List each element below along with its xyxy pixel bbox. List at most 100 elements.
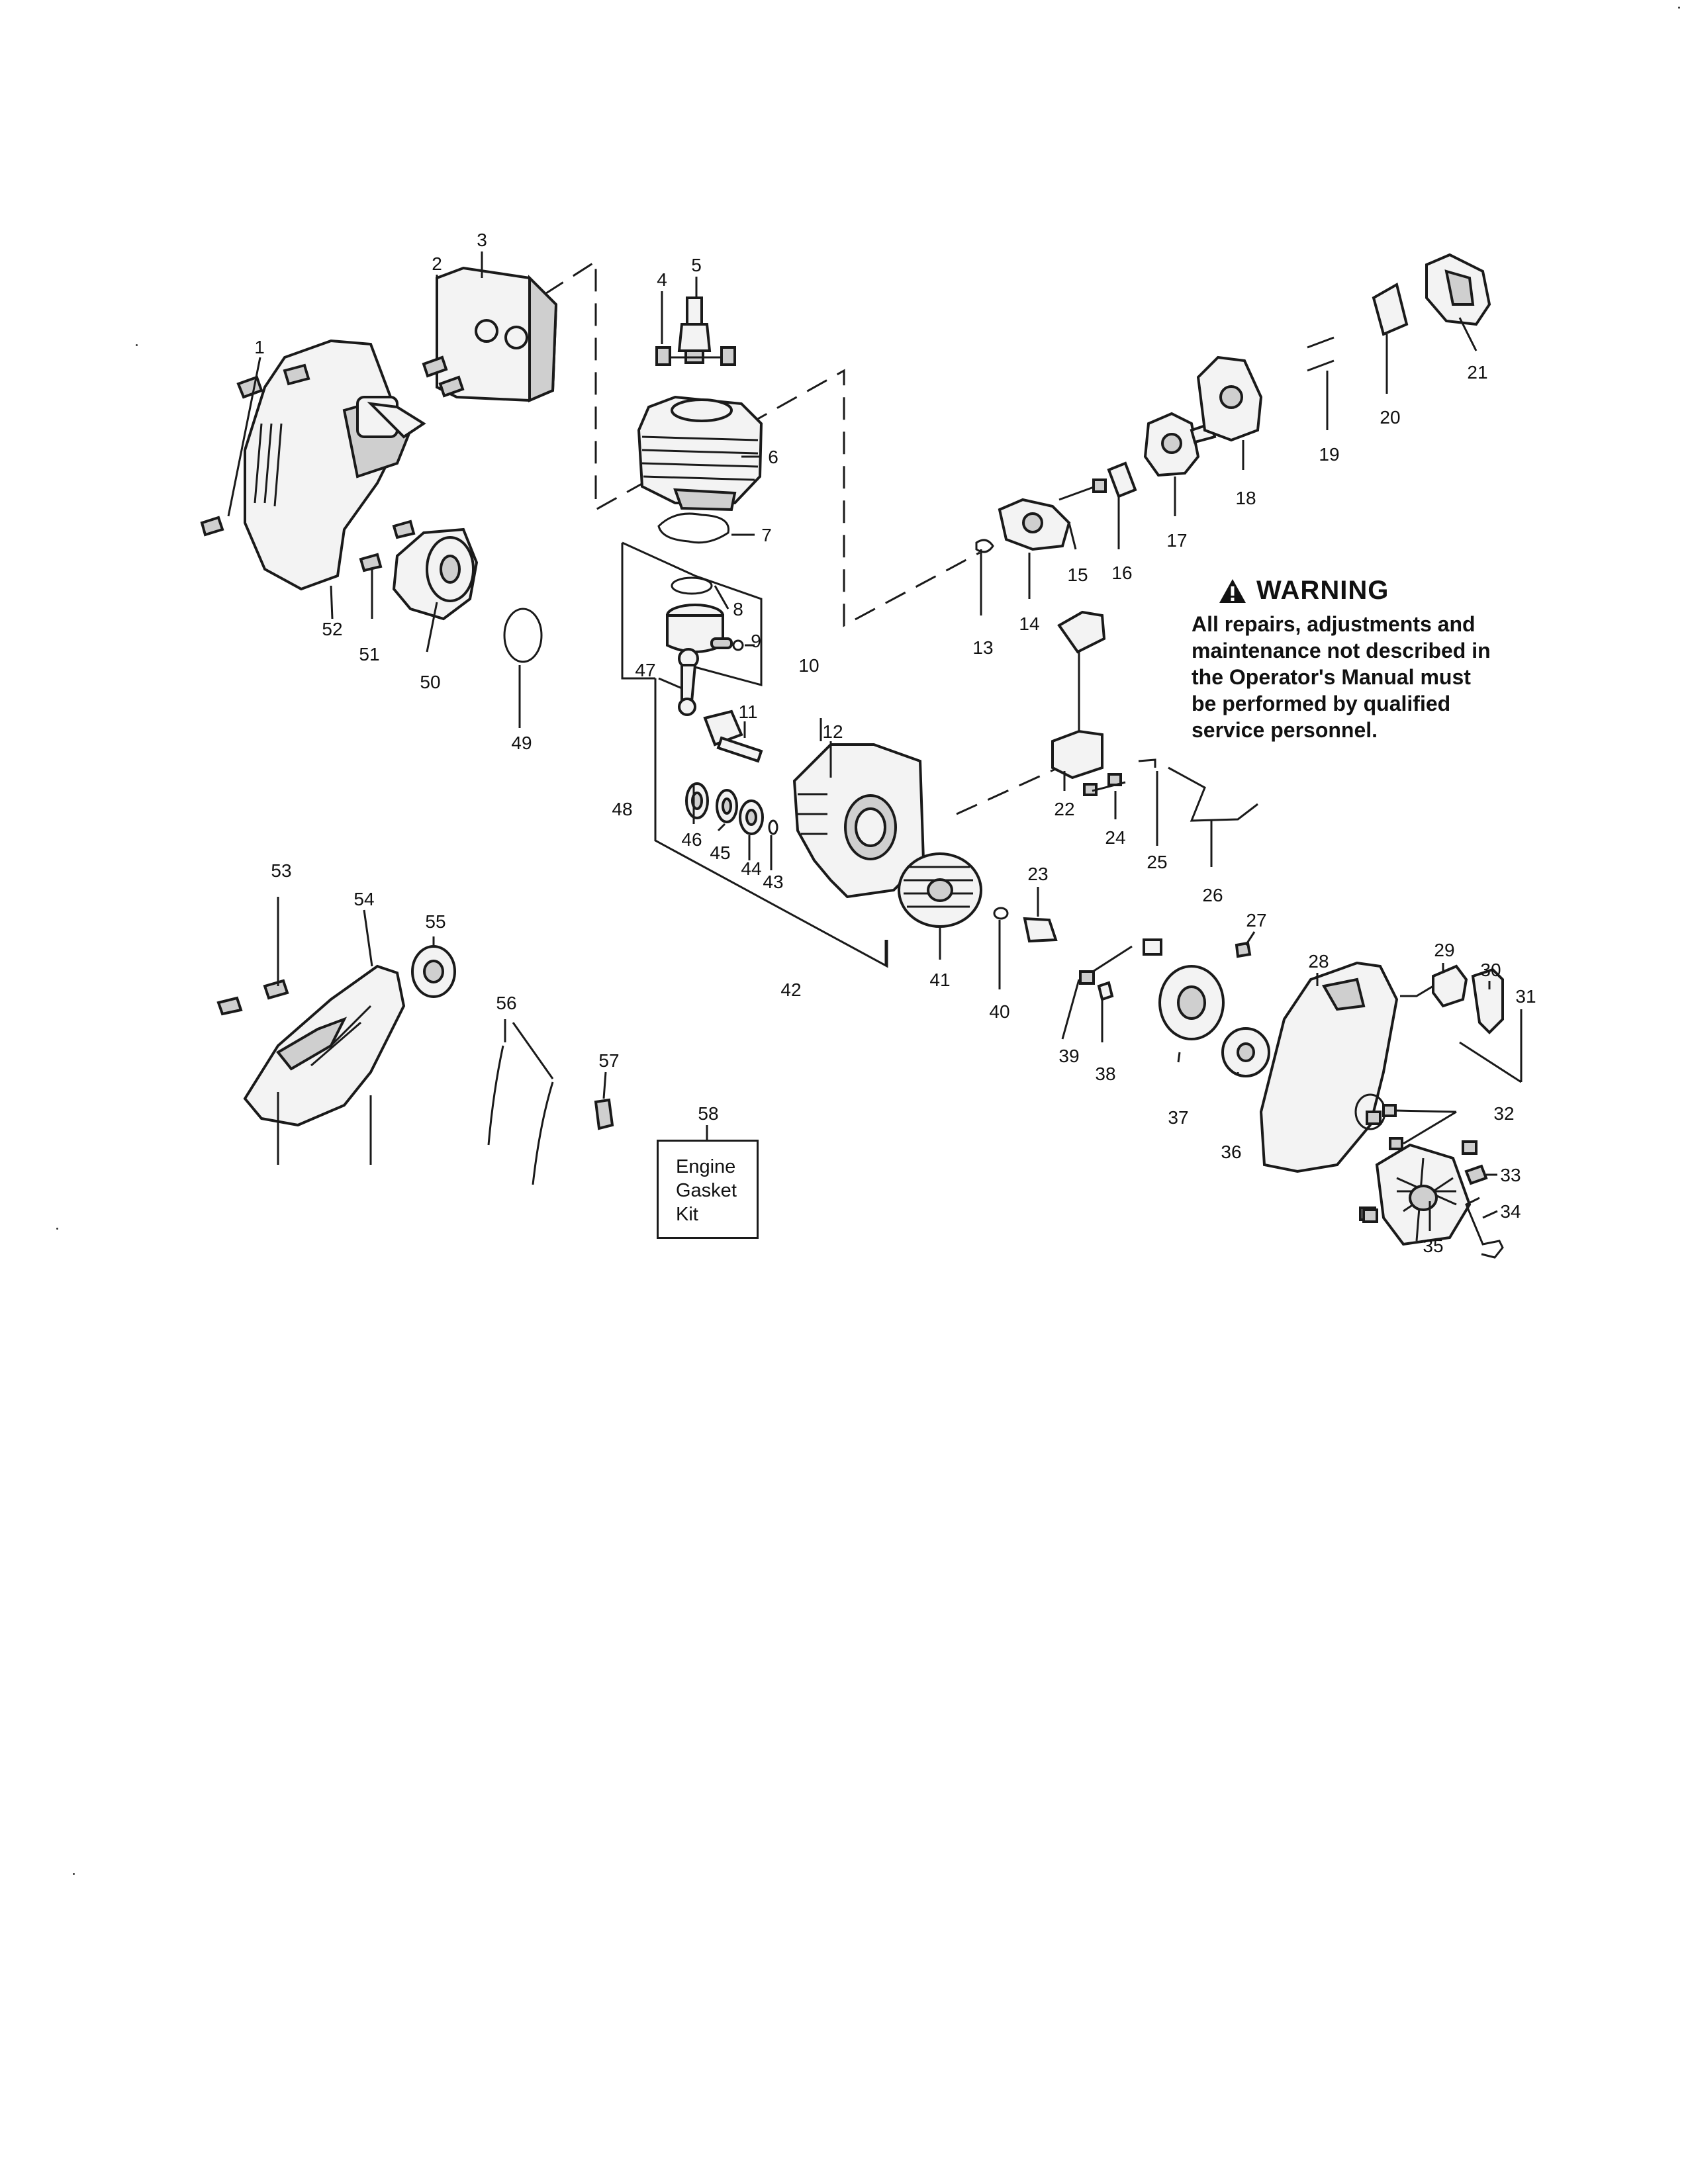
callout-56: 56 [496,993,516,1013]
screw-35 [1362,1208,1378,1223]
kit-line: Kit [676,1204,698,1225]
callout-45: 45 [710,842,730,863]
callout-29: 29 [1434,940,1454,960]
callout-47: 47 [635,660,655,680]
kit-line: Engine [676,1156,736,1177]
fan-housing [1259,961,1399,1173]
screws-housing [1382,1104,1403,1150]
warning-text: All repairs, adjustments and maintenance… [1192,611,1509,743]
callout-2: 2 [432,253,442,274]
scan-speck [1678,7,1680,9]
callout-13: 13 [972,637,993,658]
callout-51: 51 [359,644,379,664]
callout-35: 35 [1423,1236,1443,1256]
ignition-module [1051,610,1106,780]
callout-3: 3 [477,230,487,250]
piston-group-bracket [621,541,888,968]
ignition-boot [1471,968,1504,1034]
fuel-filter [594,1098,614,1130]
callout-24: 24 [1105,827,1125,848]
carb-gasket [1107,461,1137,498]
callout-34: 34 [1500,1201,1521,1222]
callout-37: 37 [1168,1107,1188,1128]
callout-1: 1 [254,337,265,357]
warning-title: WARNING [1256,576,1389,605]
callout-7: 7 [761,525,772,545]
warning-line: the Operator's Manual must [1192,665,1471,689]
nut-33 [1464,1164,1488,1185]
kit-line: Gasket [676,1180,737,1201]
pawl-assembly [1079,938,1162,1001]
crankcase [792,743,925,899]
screw-1 [200,363,310,537]
piston-pin-clip [710,637,744,651]
cylinder [637,395,763,512]
callout-57: 57 [598,1050,619,1071]
starter-pulley [1158,965,1225,1040]
callout-9: 9 [751,631,761,651]
warning-heading: WARNING [1218,576,1509,606]
callout-38: 38 [1095,1064,1115,1084]
muffler [392,527,479,621]
cylinder-gasket [657,512,729,544]
callout-25: 25 [1147,852,1167,872]
engine-gasket-kit-box: Engine Gasket Kit [657,1140,759,1239]
callout-32: 32 [1493,1103,1514,1124]
callout-40: 40 [989,1001,1009,1022]
callout-48: 48 [612,799,632,819]
callout-41: 41 [929,970,950,990]
callout-18: 18 [1235,488,1256,508]
muffler-gasket [503,608,543,663]
shaft-clamp [411,945,456,998]
callout-46: 46 [681,829,702,850]
callout-4: 4 [657,269,667,290]
assembly-guide-lines [543,259,1066,815]
screw-2 [422,355,465,398]
callout-42: 42 [780,979,801,1000]
callout-36: 36 [1221,1142,1241,1162]
connecting-rod [678,648,699,716]
starter-spring [1221,1027,1270,1077]
bearings-seals [685,782,778,835]
callout-30: 30 [1480,960,1501,980]
callout-53: 53 [271,860,291,881]
callout-19: 19 [1319,444,1339,465]
intake-adapter [975,498,1071,553]
air-filter [1372,282,1409,336]
callout-28: 28 [1308,951,1329,972]
engine-guard [243,964,406,1127]
callout-8: 8 [733,599,743,619]
air-filter-base [1196,355,1263,442]
washer-40 [993,907,1009,920]
screw-53 [216,979,289,1016]
callout-50: 50 [420,672,440,692]
callout-43: 43 [763,872,783,892]
callout-12: 12 [822,721,843,742]
scan-speck [136,344,138,346]
fuel-lines [487,1019,554,1185]
callout-33: 33 [1500,1165,1521,1185]
screw-51 [359,520,416,572]
callout-14: 14 [1019,614,1039,634]
callout-26: 26 [1202,885,1223,905]
callout-54: 54 [353,889,374,909]
stop-switch-wire [1168,766,1258,822]
callout-15: 15 [1067,565,1088,585]
piston [666,604,724,653]
air-filter-cover-21 [1425,253,1491,326]
flywheel [898,852,982,928]
callout-55: 55 [425,911,445,932]
callout-49: 49 [511,733,532,753]
callout-31: 31 [1515,986,1536,1007]
air-filter-cover [244,339,426,591]
callout-23: 23 [1027,864,1048,884]
warning-notice: WARNING All repairs, adjustments and mai… [1192,576,1509,743]
screw-19 [1307,336,1335,372]
spark-plug-boot [1400,964,1468,1008]
warning-line: maintenance not described in [1192,639,1491,662]
callout-11: 11 [738,702,757,722]
callout-16: 16 [1111,563,1132,583]
callout-10: 10 [798,655,819,676]
callout-6: 6 [768,447,778,467]
